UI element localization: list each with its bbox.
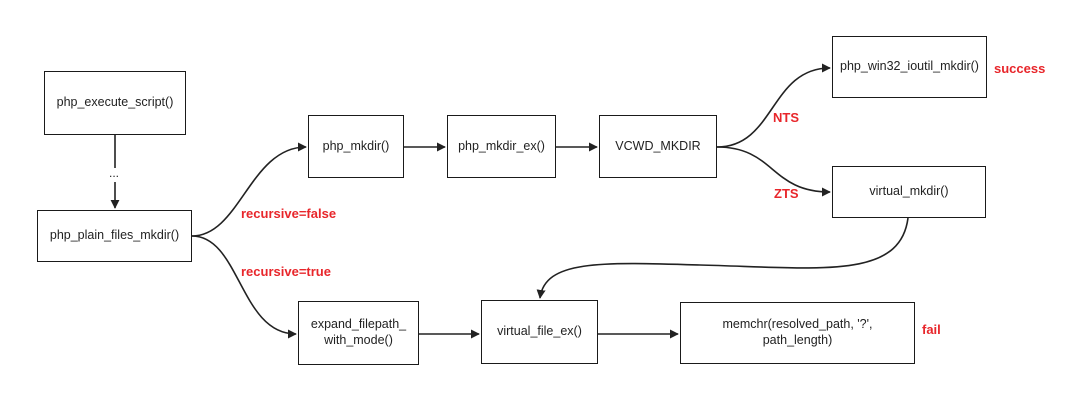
node-php-plain-files-mkdir: php_plain_files_mkdir()	[37, 210, 192, 262]
ellipsis: ...	[109, 166, 120, 180]
node-label: php_execute_script()	[56, 95, 174, 110]
node-label: php_plain_files_mkdir()	[49, 228, 180, 243]
node-label: VCWD_MKDIR	[615, 138, 701, 153]
edge-vcwd-to-virtual-mkdir	[716, 146, 831, 197]
node-virtual-mkdir: virtual_mkdir()	[832, 166, 986, 218]
node-virtual-file-ex: virtual_file_ex()	[481, 300, 598, 364]
node-label: php_mkdir_ex()	[458, 138, 545, 153]
node-label: memchr(resolved_path, '?', path_length)	[722, 317, 873, 347]
label-fail: fail	[922, 322, 941, 337]
edge-vcwd-to-win32	[716, 63, 831, 148]
node-label: php_win32_ioutil_mkdir()	[840, 59, 979, 74]
edge-virtual-mkdir-to-file-ex	[536, 217, 909, 299]
label-nts: NTS	[773, 110, 799, 125]
node-label: expand_filepath_ with_mode()	[310, 317, 407, 347]
label-success: success	[994, 61, 1046, 76]
edge-plain-to-php-mkdir	[191, 142, 307, 237]
node-memchr: memchr(resolved_path, '?', path_length)	[680, 302, 915, 364]
edge-plain-to-expand	[191, 235, 297, 339]
node-php-win32-ioutil-mkdir: php_win32_ioutil_mkdir()	[832, 36, 987, 98]
label-recursive-true: recursive=true	[241, 264, 331, 279]
node-label: virtual_file_ex()	[497, 324, 582, 339]
node-label: php_mkdir()	[322, 138, 390, 153]
label-recursive-false: recursive=false	[241, 206, 337, 221]
node-expand-filepath-with-mode: expand_filepath_ with_mode()	[298, 301, 419, 365]
node-vcwd-mkdir: VCWD_MKDIR	[599, 115, 717, 178]
node-php-execute-script: php_execute_script()	[44, 71, 186, 135]
node-php-mkdir-ex: php_mkdir_ex()	[447, 115, 556, 178]
node-php-mkdir: php_mkdir()	[308, 115, 404, 178]
node-label: virtual_mkdir()	[869, 184, 949, 199]
label-zts: ZTS	[774, 186, 799, 201]
